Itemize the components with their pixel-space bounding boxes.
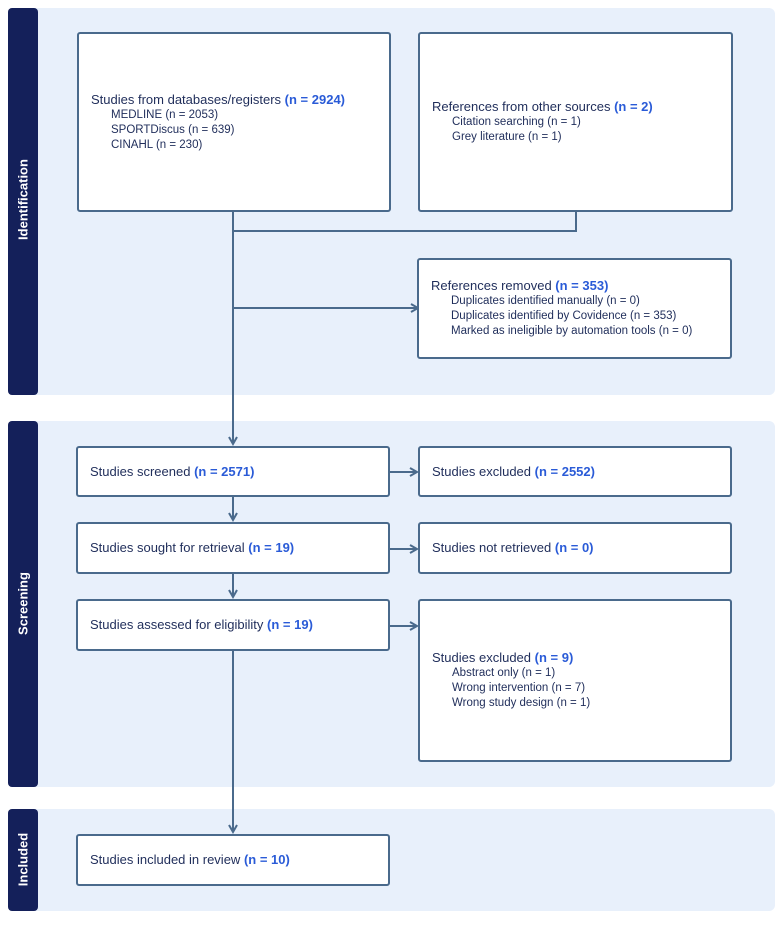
flow-connectors bbox=[0, 211, 577, 920]
removed-item-covidence: Duplicates identified by Covidence (n = … bbox=[451, 310, 677, 322]
screened-title: Studies screened bbox=[90, 463, 191, 479]
excluded-eligibility-box: Studies excluded (n = 9) Abstract only (… bbox=[418, 599, 732, 762]
assessed-count: (n = 19) bbox=[267, 617, 313, 632]
identification-tab bbox=[8, 8, 38, 395]
sought-title: Studies sought for retrieval bbox=[90, 540, 245, 555]
databases-item-medline: MEDLINE (n = 2053) bbox=[111, 108, 219, 121]
assessed-box: Studies assessed for eligibility (n = 19… bbox=[76, 599, 390, 651]
removed-item-automation: Marked as ineligible by automation tools… bbox=[451, 325, 693, 337]
excluded-screen-count: (n = 2552) bbox=[534, 463, 595, 479]
excluded-eligibility-count: (n = 9) bbox=[534, 650, 574, 665]
sought-box: Studies sought for retrieval (n = 19) bbox=[76, 522, 390, 574]
not-retrieved-title: Studies not retrieved bbox=[432, 540, 552, 555]
removed-count: (n = 353) bbox=[555, 278, 609, 293]
other-sources-box: References from other sources (n = 2) Ci… bbox=[418, 32, 733, 212]
databases-title: Studies from databases/registers bbox=[91, 91, 282, 107]
included-tab bbox=[8, 809, 38, 911]
screened-box: Studies screened (n = 2571) bbox=[76, 446, 390, 497]
not-retrieved-count: (n = 0) bbox=[554, 540, 594, 555]
assessed-title: Studies assessed for eligibility bbox=[90, 617, 264, 632]
included-title: Studies included in review bbox=[90, 852, 241, 867]
databases-count: (n = 2924) bbox=[284, 91, 346, 107]
excluded-eligibility-item-intervention: Wrong intervention (n = 7) bbox=[452, 682, 586, 694]
sought-count: (n = 19) bbox=[248, 540, 295, 555]
removed-box: References removed (n = 353) Duplicates … bbox=[417, 258, 732, 359]
excluded-screen-title: Studies excluded bbox=[432, 463, 532, 479]
other-sources-count: (n = 2) bbox=[614, 99, 653, 114]
excluded-eligibility-title: Studies excluded bbox=[432, 650, 532, 665]
excluded-screen-box: Studies excluded (n = 2552) bbox=[418, 446, 732, 497]
not-retrieved-box: Studies not retrieved (n = 0) bbox=[418, 522, 732, 574]
databases-item-sportdiscus: SPORTDiscus (n = 639) bbox=[111, 123, 235, 136]
screening-tab bbox=[8, 421, 38, 787]
databases-box: Studies from databases/registers (n = 29… bbox=[77, 32, 391, 212]
removed-title: References removed bbox=[431, 278, 552, 293]
included-count: (n = 10) bbox=[243, 852, 290, 867]
excluded-eligibility-item-design: Wrong study design (n = 1) bbox=[452, 697, 591, 709]
databases-item-cinahl: CINAHL (n = 230) bbox=[111, 138, 203, 151]
screened-count: (n = 2571) bbox=[194, 463, 255, 479]
connector-other-merge bbox=[233, 211, 577, 232]
excluded-eligibility-item-abstract: Abstract only (n = 1) bbox=[452, 667, 556, 679]
removed-item-manual: Duplicates identified manually (n = 0) bbox=[451, 295, 640, 307]
other-sources-item-grey: Grey literature (n = 1) bbox=[452, 131, 562, 143]
other-sources-item-citation: Citation searching (n = 1) bbox=[452, 116, 581, 128]
other-sources-title: References from other sources bbox=[432, 99, 611, 114]
included-box: Studies included in review (n = 10) bbox=[76, 834, 390, 886]
